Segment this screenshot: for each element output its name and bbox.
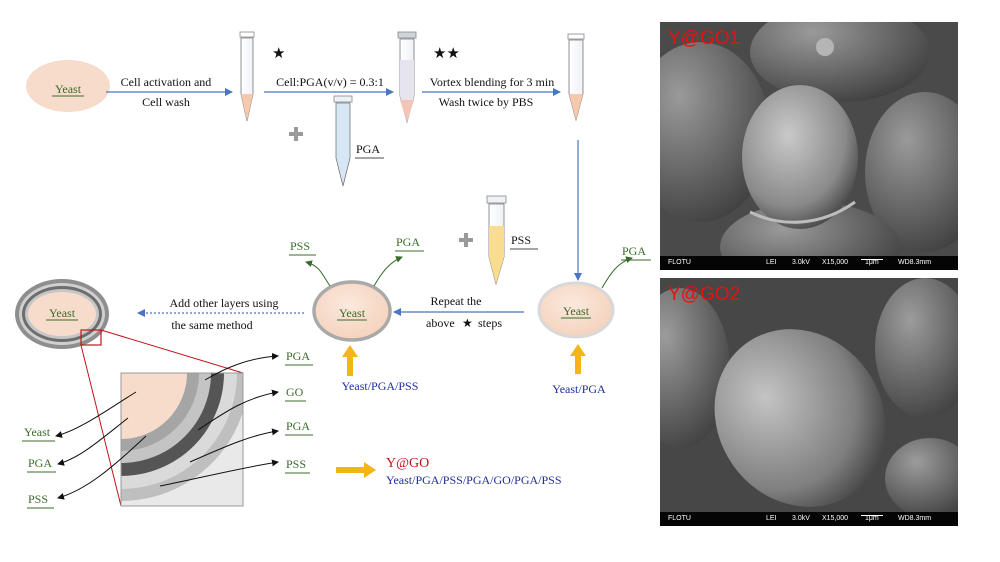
yeast-label-3: Yeast — [339, 306, 366, 320]
yeast-pga-label: Yeast/PGA — [552, 382, 606, 396]
layer-pga-1: PGA — [286, 349, 310, 363]
sem-footer-left: FLOTU — [668, 515, 691, 522]
sem-footer-scale: 1μm — [865, 515, 879, 522]
tube-3 — [567, 33, 585, 122]
sem-footer-mag: X15,000 — [822, 515, 849, 522]
layer-pss-outer: PSS — [286, 457, 306, 471]
multilayer-yeast-cell: Yeast — [15, 279, 109, 349]
add-line1: Add other layers using — [170, 296, 279, 310]
sem-image-ygo1: Y@GO1 FLOTU LEI 3.0kV X15,000 1μm WD8.3m… — [660, 22, 958, 270]
sem-footer-scale: 1μm — [865, 259, 879, 266]
sem-footer-wd: WD8.3mm — [898, 515, 932, 522]
layer-pga-2: PGA — [286, 419, 310, 433]
sem-title-1: Y@GO1 — [668, 28, 741, 49]
sem-footer-left: FLOTU — [668, 259, 691, 266]
tube-2 — [397, 31, 417, 124]
tube-1 — [239, 31, 255, 122]
star-one: ★ — [272, 46, 285, 62]
plus-icon-2 — [459, 233, 473, 247]
sem-image-ygo2: Y@GO2 FLOTU LEI 3.0kV X15,000 1μm WD8.3m… — [660, 278, 958, 526]
star-two: ★★ — [433, 46, 460, 62]
sem-footer-kv: 3.0kV — [792, 515, 810, 522]
sem-footer-lei: LEI — [766, 515, 777, 522]
yellow-right-arrow — [336, 462, 376, 478]
step2-line1: Vortex blending for 3 min — [430, 75, 554, 89]
yeast-cell-start: Yeast — [26, 60, 110, 112]
sem-scale-bar — [861, 259, 883, 260]
repeat-line2b: steps — [478, 316, 502, 330]
layer-pga-inner: PGA — [28, 456, 52, 470]
sem-micrograph-1 — [660, 22, 958, 270]
layer-go: GO — [286, 385, 304, 399]
repeat-line1: Repeat the — [431, 294, 482, 308]
yeast-label: Yeast — [55, 82, 82, 96]
sem-footer-wd: WD8.3mm — [898, 259, 932, 266]
yeast-pga-pss-cell: Yeast — [312, 280, 392, 342]
pga-right-label: PGA — [622, 244, 646, 258]
repeat-line2: above — [426, 316, 455, 330]
sem-footer-lei: LEI — [766, 259, 777, 266]
step2-line2: Wash twice by PBS — [439, 95, 534, 109]
pss-tube-label: PSS — [511, 233, 531, 247]
sem-title-2: Y@GO2 — [668, 284, 741, 305]
pga-tube-label: PGA — [356, 142, 380, 156]
ygo-title: Y@GO — [386, 456, 429, 471]
sem-footer-mag: X15,000 — [822, 259, 849, 266]
repeat-star: ★ — [462, 316, 473, 330]
zoom-indicator — [80, 329, 244, 507]
sem-footer-kv: 3.0kV — [792, 259, 810, 266]
step1-line1: Cell activation and — [121, 75, 212, 89]
pss-mid-label: PSS — [290, 239, 310, 253]
tube-pga — [333, 95, 353, 187]
sem-footer-2: FLOTU LEI 3.0kV X15,000 1μm WD8.3mm — [660, 512, 958, 526]
plus-icon — [289, 127, 303, 141]
yeast-pga-pss-label: Yeast/PGA/PSS — [342, 379, 419, 393]
yeast-label-2: Yeast — [563, 304, 590, 318]
add-line2: the same method — [171, 318, 252, 332]
ratio-label: Cell:PGA(v/v) = 0.3:1 — [276, 75, 384, 89]
yeast-pga-cell: Yeast — [537, 281, 615, 339]
layer-pointer-arrows — [55, 352, 279, 500]
yeast-label-4: Yeast — [49, 306, 76, 320]
sem-footer-1: FLOTU LEI 3.0kV X15,000 1μm WD8.3mm — [660, 256, 958, 270]
tube-pss — [486, 195, 507, 286]
yellow-up-arrow-right — [570, 344, 586, 374]
layer-yeast: Yeast — [24, 425, 51, 439]
layer-pss-inner: PSS — [28, 492, 48, 506]
step1-line2: Cell wash — [142, 95, 190, 109]
yellow-up-arrow-mid — [342, 345, 358, 376]
pga-mid-label: PGA — [396, 235, 420, 249]
ygo-layers: Yeast/PGA/PSS/PGA/GO/PGA/PSS — [386, 473, 562, 487]
layer-quadrant — [121, 373, 243, 506]
sem-scale-bar — [861, 515, 883, 516]
sem-micrograph-2 — [660, 278, 958, 526]
